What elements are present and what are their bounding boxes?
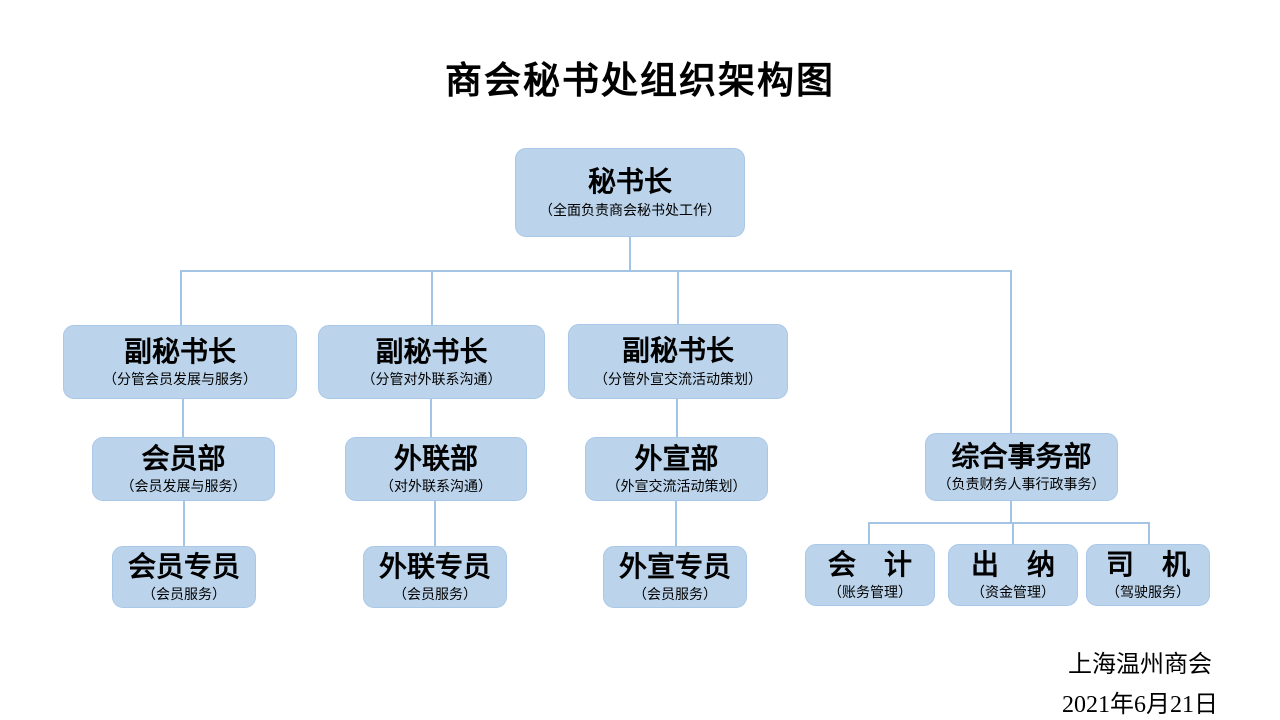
connector-line [180, 270, 182, 325]
org-node-label: 出 纳 [970, 548, 1055, 580]
org-node-membership-specialist: 会员专员 （会员服务） [112, 546, 256, 608]
org-node-label: 外联专员 [378, 550, 491, 582]
connector-line [1010, 270, 1012, 433]
org-node-subtitle: （外宣交流活动策划） [606, 478, 747, 494]
org-node-general-affairs-dept: 综合事务部 （负责财务人事行政事务） [925, 433, 1118, 501]
page-title: 商会秘书处组织架构图 [445, 60, 835, 101]
connector-line [181, 270, 1012, 272]
footer: 上海温州商会 2021年6月21日 [1062, 646, 1218, 720]
footer-date: 2021年6月21日 [1062, 691, 1218, 718]
org-node-label: 外宣专员 [618, 550, 731, 582]
org-node-subtitle: （会员服务） [142, 586, 226, 602]
org-node-deputy-1: 副秘书长 （分管会员发展与服务） [63, 325, 297, 399]
org-node-label: 会员部 [141, 442, 226, 474]
org-node-label: 会 计 [827, 548, 912, 580]
org-node-subtitle: （分管外宣交流活动策划） [594, 370, 762, 387]
org-node-subtitle: （会员服务） [393, 586, 477, 602]
connector-line [1010, 501, 1012, 522]
org-node-label: 副秘书长 [375, 335, 488, 367]
connector-line [629, 237, 631, 271]
org-node-liaison-specialist: 外联专员 （会员服务） [363, 546, 507, 608]
org-node-subtitle: （分管对外联系沟通） [361, 371, 502, 387]
connector-line [676, 399, 678, 437]
footer-org-name: 上海温州商会 [1068, 652, 1212, 678]
org-node-cashier: 出 纳 （资金管理） [948, 544, 1078, 606]
org-node-subtitle: （驾驶服务） [1106, 584, 1190, 600]
org-node-publicity-specialist: 外宣专员 （会员服务） [603, 546, 747, 608]
connector-line [1148, 522, 1150, 546]
connector-line [183, 501, 185, 546]
connector-line [868, 522, 1149, 524]
org-node-driver: 司 机 （驾驶服务） [1086, 544, 1210, 606]
org-node-accountant: 会 计 （账务管理） [805, 544, 935, 606]
connector-line [675, 501, 677, 546]
org-node-label: 副秘书长 [123, 335, 236, 367]
org-node-label: 外宣部 [634, 442, 719, 474]
org-node-subtitle: （资金管理） [971, 584, 1055, 600]
org-node-label: 会员专员 [127, 550, 240, 582]
connector-line [431, 270, 433, 325]
org-node-label: 副秘书长 [621, 335, 734, 367]
org-node-label: 秘书长 [587, 166, 672, 198]
org-node-secretary-general: 秘书长 （全面负责商会秘书处工作） [515, 148, 745, 237]
org-node-membership-dept: 会员部 （会员发展与服务） [92, 437, 275, 501]
org-node-subtitle: （对外联系沟通） [380, 478, 492, 494]
org-node-label: 司 机 [1105, 548, 1190, 580]
org-node-label: 外联部 [393, 442, 478, 474]
org-node-liaison-dept: 外联部 （对外联系沟通） [345, 437, 527, 501]
org-node-subtitle: （分管会员发展与服务） [103, 371, 257, 387]
org-node-subtitle: （会员发展与服务） [120, 478, 247, 494]
connector-line [182, 399, 184, 437]
org-node-subtitle: （账务管理） [828, 584, 912, 600]
org-node-publicity-dept: 外宣部 （外宣交流活动策划） [585, 437, 768, 501]
connector-line [434, 501, 436, 546]
connector-line [677, 270, 679, 325]
connector-line [430, 399, 432, 437]
org-node-deputy-2: 副秘书长 （分管对外联系沟通） [318, 325, 545, 399]
org-node-label: 综合事务部 [951, 440, 1092, 472]
org-node-subtitle: （全面负责商会秘书处工作） [539, 201, 721, 218]
connector-line [1012, 522, 1014, 546]
org-node-subtitle: （会员服务） [633, 586, 717, 602]
connector-line [868, 522, 870, 546]
org-node-subtitle: （负责财务人事行政事务） [937, 476, 1106, 492]
org-node-deputy-3: 副秘书长 （分管外宣交流活动策划） [568, 324, 788, 399]
